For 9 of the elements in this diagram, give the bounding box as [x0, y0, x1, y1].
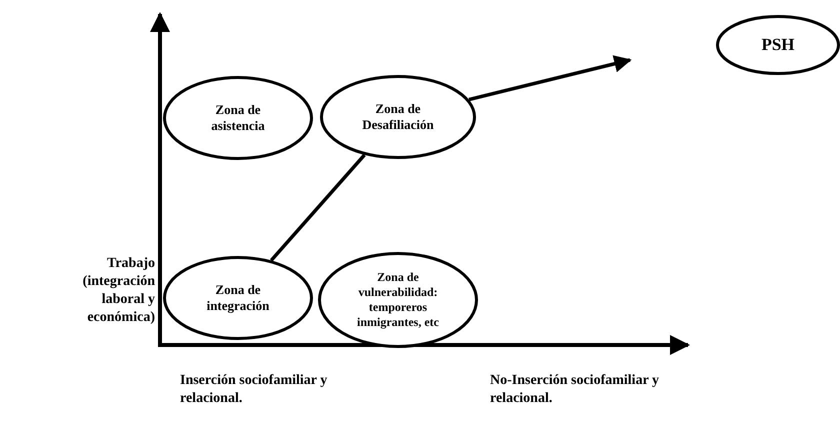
axis-label: No-Inserción sociofamiliar y relacional.	[490, 372, 660, 408]
zone-label: PSH	[761, 35, 795, 55]
zone-label: Zona de integración	[206, 282, 270, 314]
zone-label: Zona de asistencia	[210, 102, 266, 134]
axis-label: Trabajo (integración laboral y económica)	[82, 255, 155, 327]
zone-label: Zona de vulnerabilidad: temporeros inmigrantes, etc	[356, 270, 440, 330]
axis-label: Inserción sociofamiliar y relacional.	[180, 372, 328, 408]
zone-label: Zona de Desafiliación	[361, 101, 435, 133]
arrow	[468, 55, 632, 102]
